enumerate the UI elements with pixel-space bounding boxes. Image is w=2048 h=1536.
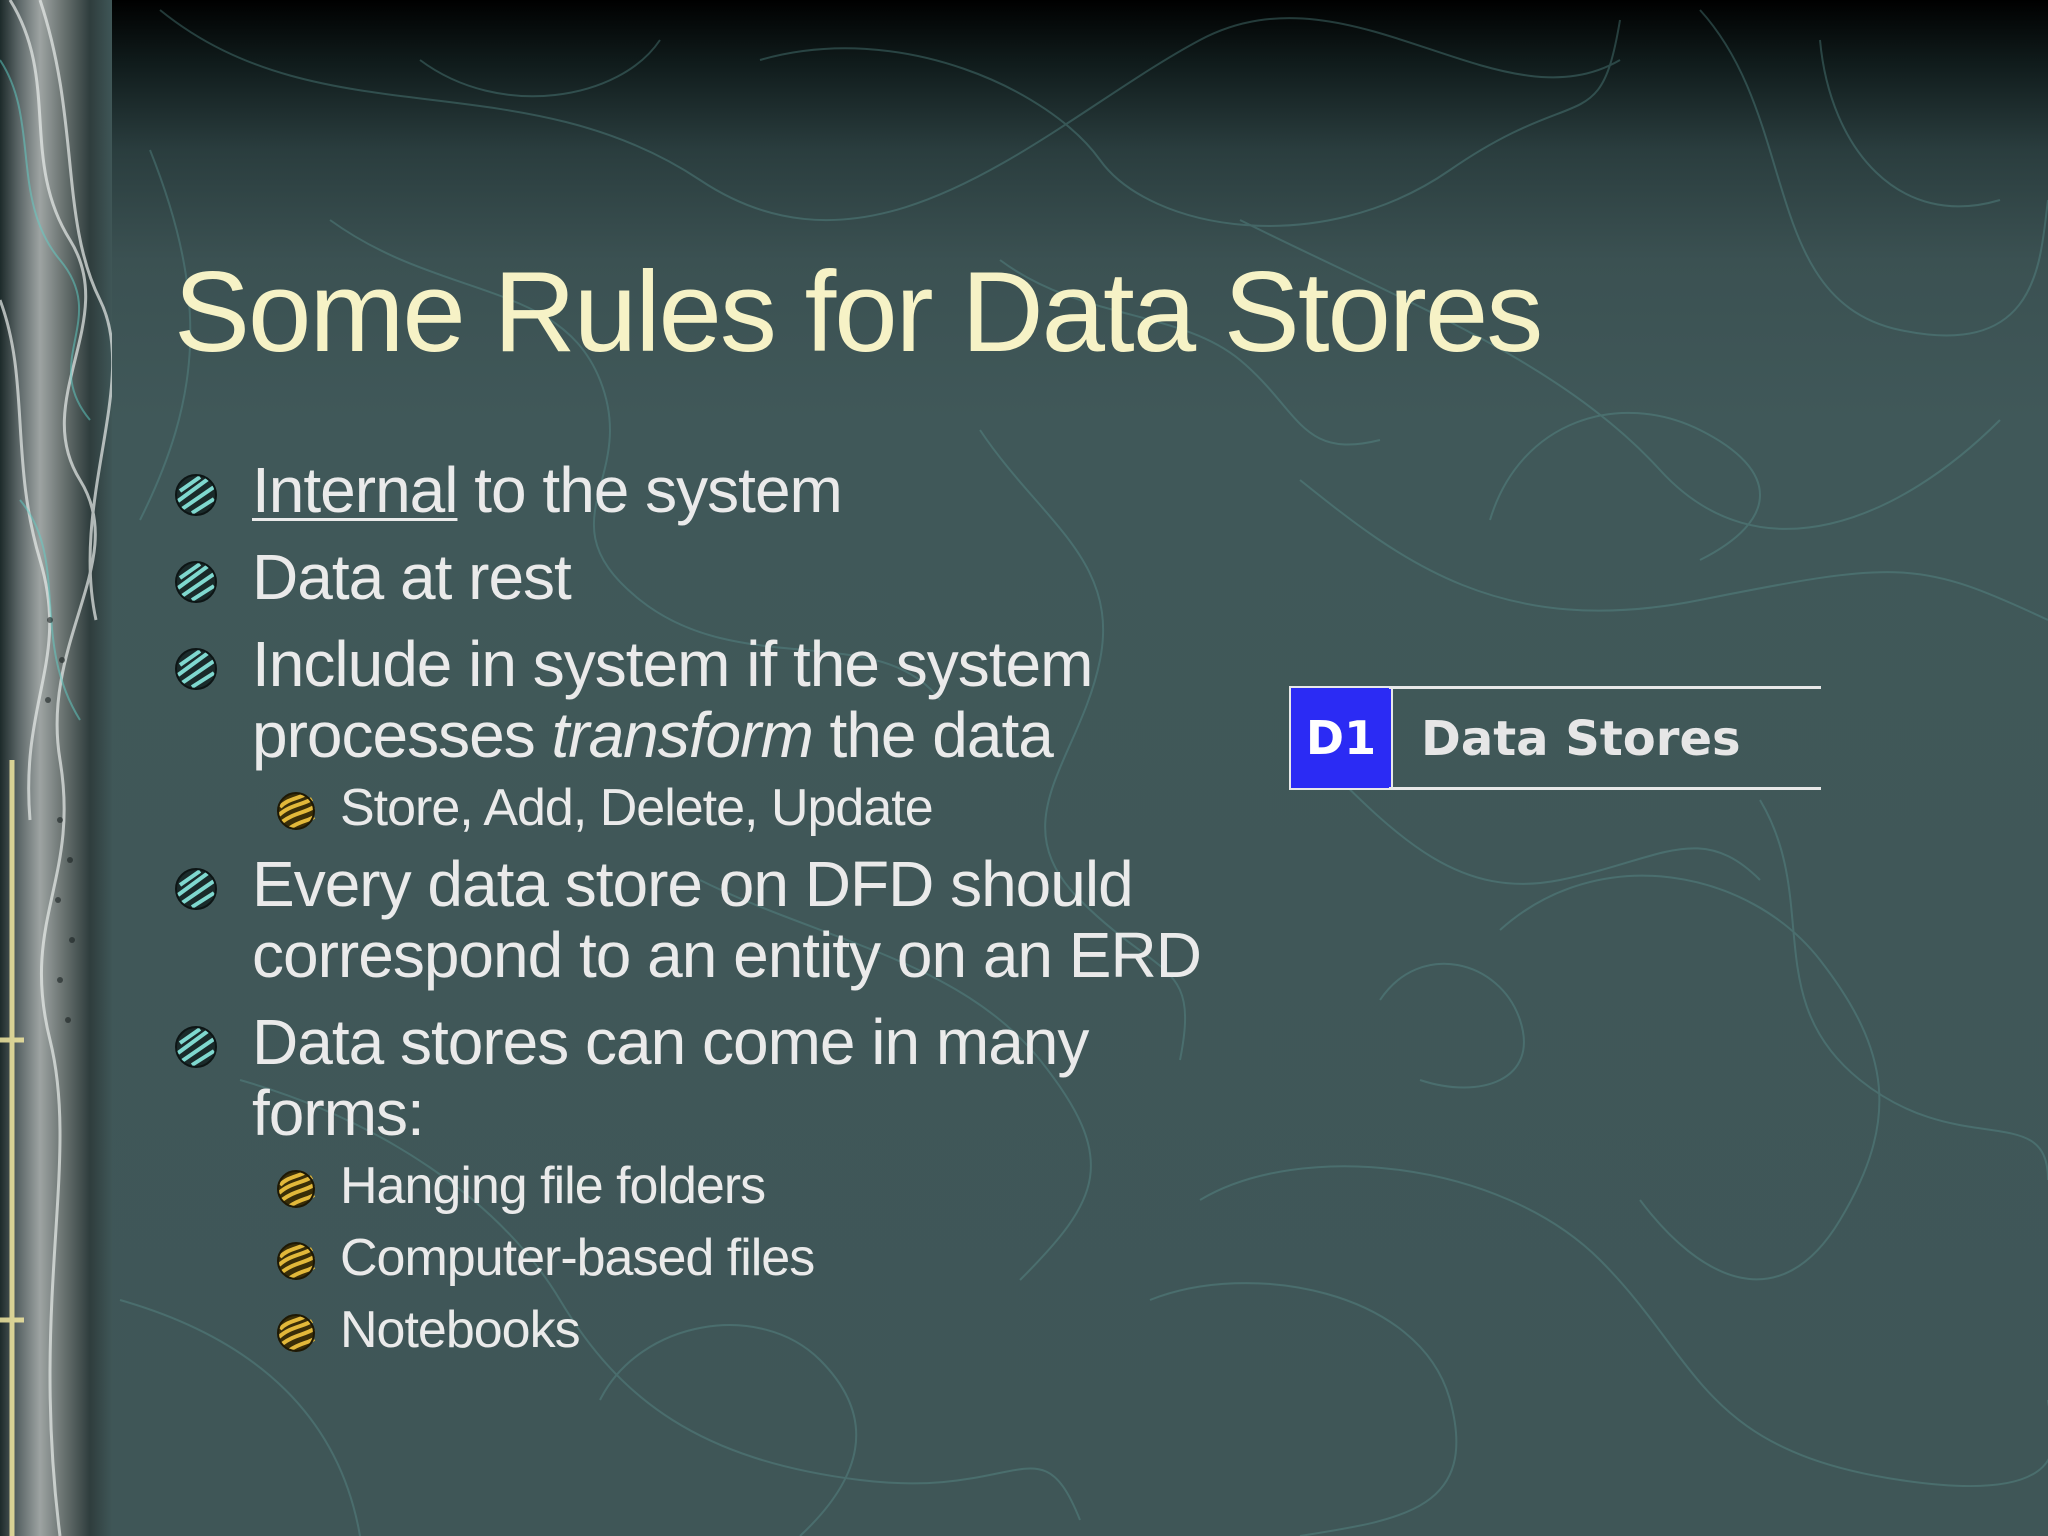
data-store-name: Data Stores [1421, 711, 1741, 767]
sub-bullet-text: Hanging file folders [340, 1157, 766, 1215]
sub-bullet-text: Computer-based files [340, 1229, 815, 1287]
bullet-many-forms: Data stores can come in many forms: [170, 1007, 1250, 1149]
bullet-line-2-end: the data [812, 699, 1054, 771]
gold-striped-ball-icon [277, 1170, 316, 1208]
striped-ball-icon [175, 648, 217, 690]
gold-striped-ball-icon [277, 1314, 316, 1352]
gold-striped-ball-icon [277, 792, 316, 830]
bullet-text: Data stores can come in many forms: [252, 1006, 1089, 1149]
striped-ball-icon [175, 1026, 217, 1068]
sub-bullet-hanging-folders: Hanging file folders [170, 1155, 1250, 1217]
data-store-id: D1 [1289, 686, 1393, 790]
sub-bullet-notebooks: Notebooks [170, 1299, 1250, 1361]
data-store-top-line [1389, 686, 1821, 689]
bullet-include-in-system: Include in system if the system processe… [170, 629, 1250, 771]
sub-bullet-computer-files: Computer-based files [170, 1227, 1250, 1289]
slide-title: Some Rules for Data Stores [174, 249, 1543, 376]
striped-ball-icon [175, 561, 217, 603]
striped-ball-icon [175, 474, 217, 516]
bullet-every-data-store: Every data store on DFD should correspon… [170, 849, 1250, 991]
data-store-symbol: D1 Data Stores [1289, 686, 1821, 790]
decorative-map-strip [0, 0, 112, 1536]
bullet-internal: Internal to the system [170, 455, 1250, 526]
italic-term: transform [551, 699, 813, 771]
striped-ball-icon [175, 868, 217, 910]
gold-striped-ball-icon [277, 1242, 316, 1280]
bullet-line-2-start: processes [252, 699, 552, 771]
bullet-data-at-rest: Data at rest [170, 542, 1250, 613]
bullet-line-2: correspond to an entity on an ERD [252, 919, 1202, 991]
bullet-list: Internal to the system Data at rest Incl… [170, 455, 1250, 1371]
bullet-line-1: Every data store on DFD should [252, 848, 1134, 920]
data-store-bottom-line [1389, 787, 1821, 790]
bullet-line-1: Include in system if the system [252, 628, 1093, 700]
sub-bullet-text: Notebooks [340, 1301, 581, 1359]
bullet-text: Data at rest [252, 541, 572, 613]
sub-bullet-text: Store, Add, Delete, Update [340, 779, 934, 837]
sub-bullet-operations: Store, Add, Delete, Update [170, 777, 1250, 839]
underlined-term: Internal [252, 454, 458, 526]
bullet-text: to the system [457, 454, 843, 526]
